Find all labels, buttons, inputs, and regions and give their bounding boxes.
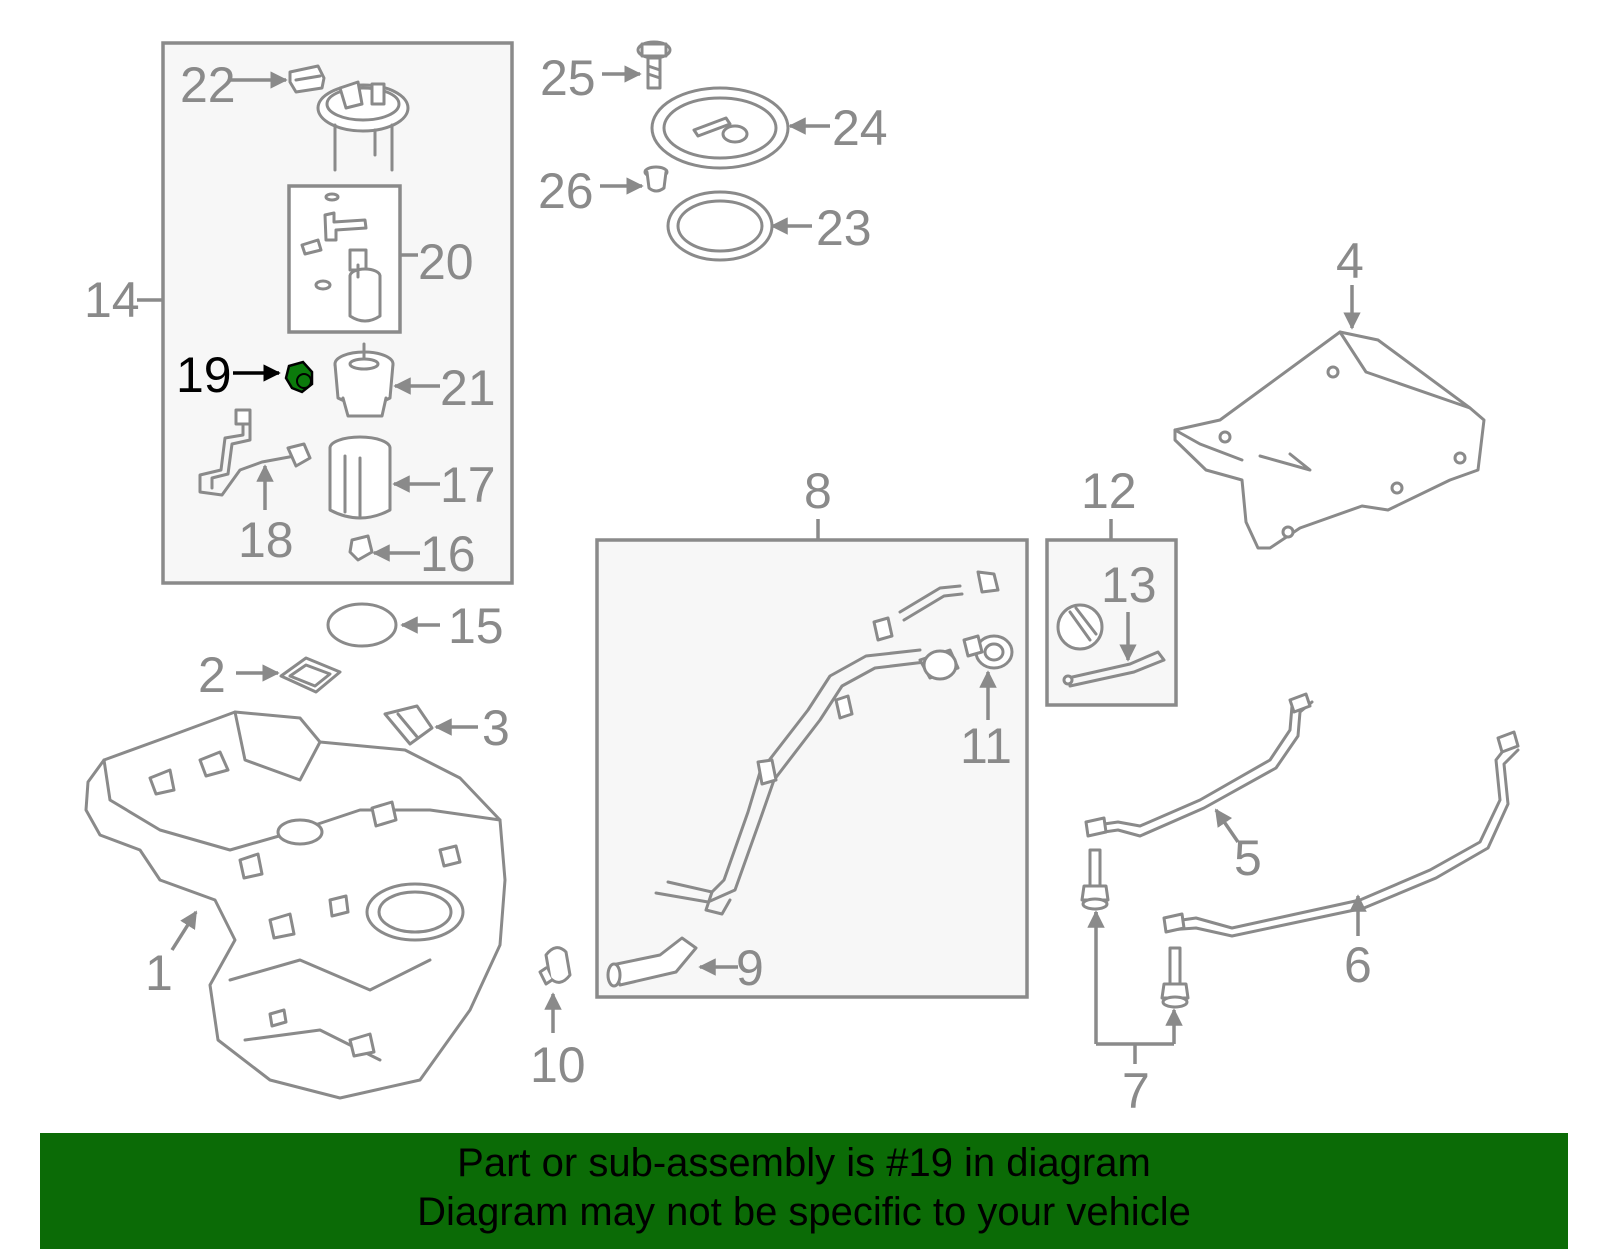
part-6-strap[interactable] <box>1162 730 1520 938</box>
part-15-o-ring[interactable] <box>326 602 440 648</box>
callout-18: 18 <box>238 512 294 568</box>
part-4-heat-shield[interactable] <box>1173 285 1486 550</box>
part-8-filler-neck[interactable] <box>654 570 1000 916</box>
callout-14: 14 <box>84 272 140 328</box>
callout-23: 23 <box>816 200 872 256</box>
part-5-strap[interactable] <box>1084 692 1314 843</box>
callout-8: 8 <box>804 463 832 519</box>
callout-21: 21 <box>440 360 496 416</box>
part-1-fuel-tank[interactable] <box>84 710 507 1100</box>
callout-20: 20 <box>418 234 474 290</box>
banner-line-1: Part or sub-assembly is #19 in diagram <box>457 1141 1151 1185</box>
part-19-valve-highlighted[interactable] <box>233 360 314 394</box>
banner-line-2: Diagram may not be specific to your vehi… <box>417 1190 1191 1234</box>
part-20-components[interactable] <box>300 192 382 323</box>
callout-19: 19 <box>176 347 232 403</box>
callout-10: 10 <box>530 1037 586 1093</box>
part-25-bolt[interactable] <box>602 40 672 90</box>
part-12-fuel-cap[interactable] <box>1056 603 1166 688</box>
callout-25: 25 <box>540 50 596 106</box>
callout-26: 26 <box>538 163 594 219</box>
part-3-protector[interactable] <box>383 704 478 746</box>
part-23-gasket[interactable] <box>666 190 812 262</box>
callout-5: 5 <box>1234 830 1262 886</box>
callout-9: 9 <box>736 940 764 996</box>
filler-neck-box <box>595 519 1029 999</box>
callout-1: 1 <box>145 945 173 1001</box>
part-2-pad[interactable] <box>236 656 342 694</box>
callout-6: 6 <box>1344 937 1372 993</box>
callout-4: 4 <box>1336 233 1364 289</box>
part-26-nut[interactable] <box>600 165 669 195</box>
callout-3: 3 <box>482 700 510 756</box>
part-17-reservoir[interactable] <box>328 435 440 520</box>
part-11-filler-housing[interactable] <box>962 634 1014 720</box>
callout-17: 17 <box>440 457 496 513</box>
callout-7: 7 <box>1122 1063 1150 1119</box>
callout-12: 12 <box>1081 463 1137 519</box>
callout-22: 22 <box>180 57 236 113</box>
callout-16: 16 <box>420 526 476 582</box>
part-10-clamp[interactable] <box>538 946 572 1033</box>
callout-15: 15 <box>448 598 504 654</box>
callout-24: 24 <box>832 100 888 156</box>
part-16-clip[interactable] <box>348 534 420 562</box>
part-pump-flange <box>316 80 410 172</box>
callout-13: 13 <box>1101 557 1157 613</box>
part-24-cover-plate[interactable] <box>650 86 830 170</box>
part-9-hose[interactable] <box>606 936 738 988</box>
part-18-harness[interactable] <box>198 408 312 510</box>
info-banner: Part or sub-assembly is #19 in diagram D… <box>40 1133 1568 1249</box>
callout-11: 11 <box>960 718 1012 774</box>
part-22-connector[interactable] <box>288 64 326 94</box>
part-21-pump-holder[interactable] <box>333 342 440 418</box>
part-7-bolts[interactable] <box>1080 848 1190 1064</box>
callout-2: 2 <box>198 647 226 703</box>
